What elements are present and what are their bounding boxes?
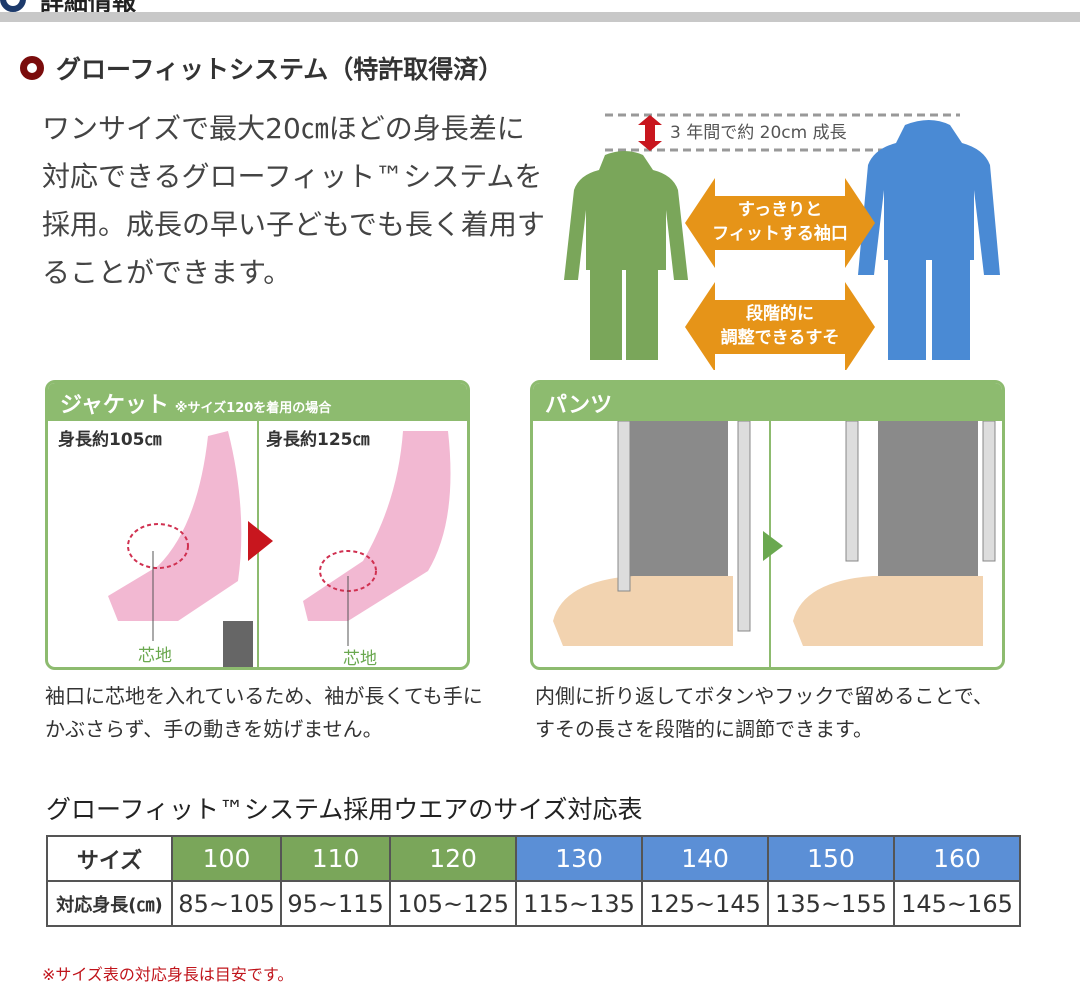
growth-figure: 3 年間で約 20cm 成長 すっきりと フィットする袖口 段階的に 調整できる… — [564, 113, 1000, 370]
pants-caption: 内側に折り返してボタンやフックで留めることで、すその長さを段階的に調節できます。 — [535, 684, 993, 741]
play-arrow-icon — [763, 531, 783, 561]
height-cell: 105~125 — [389, 880, 518, 927]
small-jacket-figure — [564, 151, 688, 360]
arrow2-line2: 調整できるすそ — [721, 327, 840, 348]
jacket-caption: 袖口に芯地を入れているため、袖が長くても手にかぶさらず、手の動きを妨げません。 — [45, 684, 483, 741]
table-row: サイズ 100 110 120 130 140 150 160 — [46, 835, 1021, 882]
jacket-panel: ジャケット ※サイズ120を着用の場合 身長約105㎝ 身長約125㎝ 芯地 芯地 — [45, 380, 470, 670]
size-cell: 160 — [893, 835, 1021, 882]
intro-text: ワンサイズで最大20㎝ほどの身長差に対応できるグローフィット™システムを採用。成… — [42, 112, 545, 289]
section-title: グローフィットシステム（特許取得済） — [20, 50, 503, 86]
pants-title: パンツ — [545, 393, 613, 418]
play-arrow-icon — [248, 521, 273, 561]
section-header: 詳細情報 — [0, 0, 136, 16]
height-cell: 125~145 — [641, 880, 770, 927]
jacket-note: ※サイズ120を着用の場合 — [174, 401, 332, 416]
height-cell: 95~115 — [280, 880, 392, 927]
growth-label: 3 年間で約 20cm 成長 — [670, 123, 847, 143]
sleeve-arrow — [685, 178, 875, 268]
arrow1-line1: すっきりと — [738, 200, 822, 220]
hem-arrow — [685, 282, 875, 370]
bullet-icon — [20, 56, 44, 80]
row-header: サイズ — [46, 835, 173, 882]
size-cell: 120 — [389, 835, 518, 882]
left-height-label: 身長約105㎝ — [58, 429, 162, 450]
size-cell: 150 — [767, 835, 895, 882]
bullet-icon — [0, 0, 26, 12]
size-note: ※サイズ表の対応身長は目安です。 — [42, 965, 294, 984]
size-cell: 100 — [170, 835, 283, 882]
height-cell: 135~155 — [767, 880, 895, 927]
arrow1-line2: フィットする袖口 — [712, 223, 848, 244]
jacket-illustration: 身長約105㎝ 身長約125㎝ 芯地 芯地 — [58, 421, 451, 667]
pants-panel: パンツ — [530, 380, 1005, 670]
arrow2-line1: 段階的に — [746, 303, 814, 324]
size-cell: 130 — [515, 835, 644, 882]
title-text: グローフィットシステム（特許取得済） — [56, 55, 504, 84]
jacket-title: ジャケット — [60, 393, 169, 418]
large-jacket-figure — [858, 120, 1000, 360]
height-cell: 115~135 — [515, 880, 644, 927]
material-label-right: 芯地 — [343, 649, 377, 667]
up-down-arrow-icon — [638, 115, 662, 151]
pants-illustration — [553, 420, 996, 667]
size-table: サイズ 100 110 120 130 140 150 160 対応身長(㎝) … — [46, 835, 1021, 927]
section-header-text: 詳細情報 — [40, 0, 136, 16]
table-row: 対応身長(㎝) 85~105 95~115 105~125 115~135 12… — [46, 880, 1021, 927]
divider — [0, 12, 1080, 22]
height-cell: 145~165 — [893, 880, 1021, 927]
height-cell: 85~105 — [170, 880, 283, 927]
size-cell: 110 — [280, 835, 392, 882]
material-label-left: 芯地 — [138, 646, 172, 666]
size-cell: 140 — [641, 835, 770, 882]
right-height-label: 身長約125㎝ — [266, 429, 370, 450]
row-header: 対応身長(㎝) — [46, 880, 173, 927]
size-table-title: グローフィット™システム採用ウエアのサイズ対応表 — [46, 795, 643, 824]
